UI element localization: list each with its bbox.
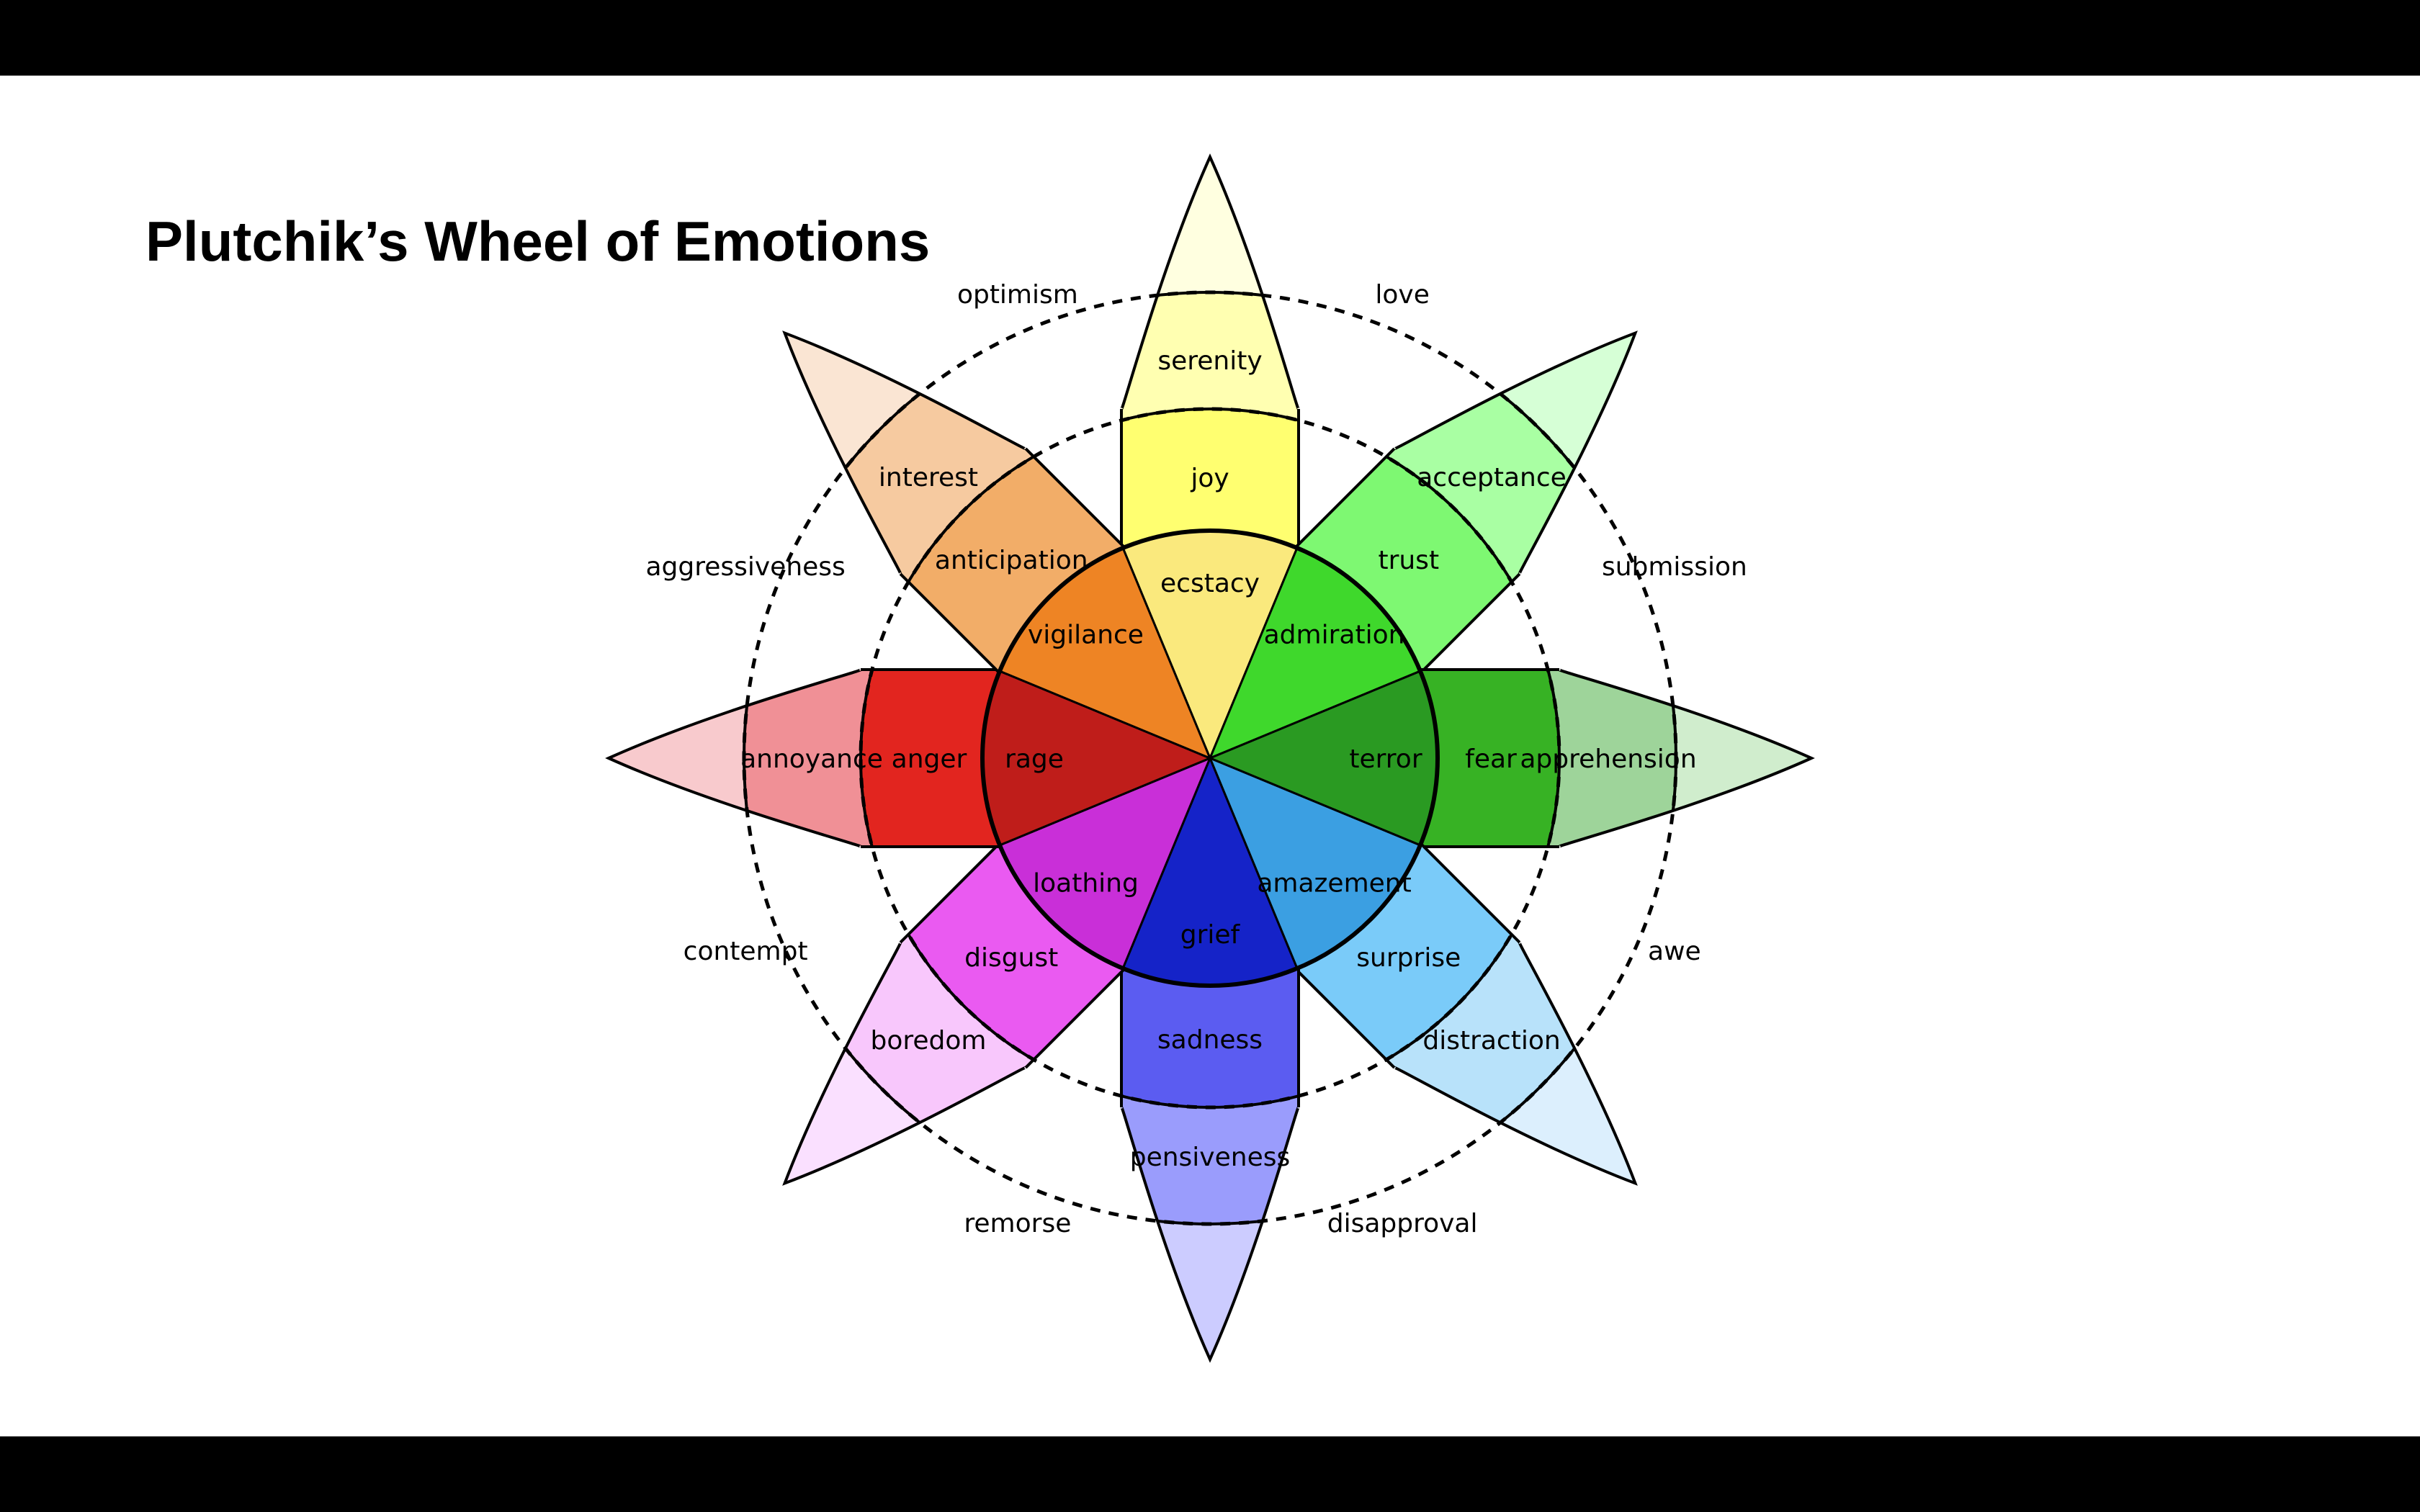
dyad-label: submission: [1602, 552, 1747, 582]
petal-band-basic: [859, 670, 1210, 847]
letterbox-bottom: [0, 1436, 2420, 1512]
dyad-label: love: [1375, 280, 1429, 310]
dyad-label: optimism: [957, 280, 1078, 310]
emotion-label: amazement: [1257, 869, 1411, 899]
core-layer: [742, 290, 1678, 1226]
emotion-label: trust: [1378, 546, 1439, 575]
emotion-label: joy: [1190, 464, 1229, 493]
dyad-label: contempt: [684, 937, 808, 966]
emotion-label: rage: [1005, 744, 1064, 774]
emotion-label: pensiveness: [1130, 1143, 1291, 1172]
dashed-ring-outer: [742, 290, 1678, 1226]
emotion-label: disgust: [964, 943, 1058, 973]
labels-layer: serenity joy ecstacy acceptance trust admirat…: [645, 280, 1747, 1238]
dashed-ring-inner: [859, 407, 1561, 1110]
emotion-label: distraction: [1422, 1026, 1560, 1056]
emotion-label: anger: [892, 744, 967, 774]
emotion-label: serenity: [1157, 346, 1262, 376]
emotion-label: acceptance: [1417, 463, 1567, 492]
emotion-label: annoyance: [740, 744, 883, 774]
emotion-label: surprise: [1356, 943, 1461, 973]
emotion-label: interest: [879, 463, 978, 492]
letterbox-top: [0, 0, 2420, 76]
emotion-label: sadness: [1157, 1025, 1263, 1055]
emotion-label: ecstacy: [1160, 569, 1260, 598]
emotion-label: vigilance: [1028, 620, 1144, 649]
petal-band-basic: [1121, 408, 1299, 758]
emotion-label: admiration: [1264, 620, 1405, 649]
emotion-label: fear: [1465, 744, 1517, 774]
dyad-label: awe: [1648, 937, 1701, 966]
emotion-label: anticipation: [935, 546, 1088, 575]
dyad-label: aggressiveness: [645, 552, 845, 582]
dyad-label: remorse: [964, 1209, 1071, 1238]
inner-circle-outline: [980, 528, 1440, 988]
page-title: Plutchik’s Wheel of Emotions: [145, 210, 931, 273]
emotion-label: terror: [1349, 744, 1422, 774]
emotion-label: boredom: [870, 1026, 986, 1056]
dyad-label: disapproval: [1327, 1209, 1478, 1238]
emotion-label: apprehension: [1520, 744, 1696, 774]
emotion-label: loathing: [1033, 869, 1139, 899]
emotion-label: grief: [1180, 920, 1241, 950]
